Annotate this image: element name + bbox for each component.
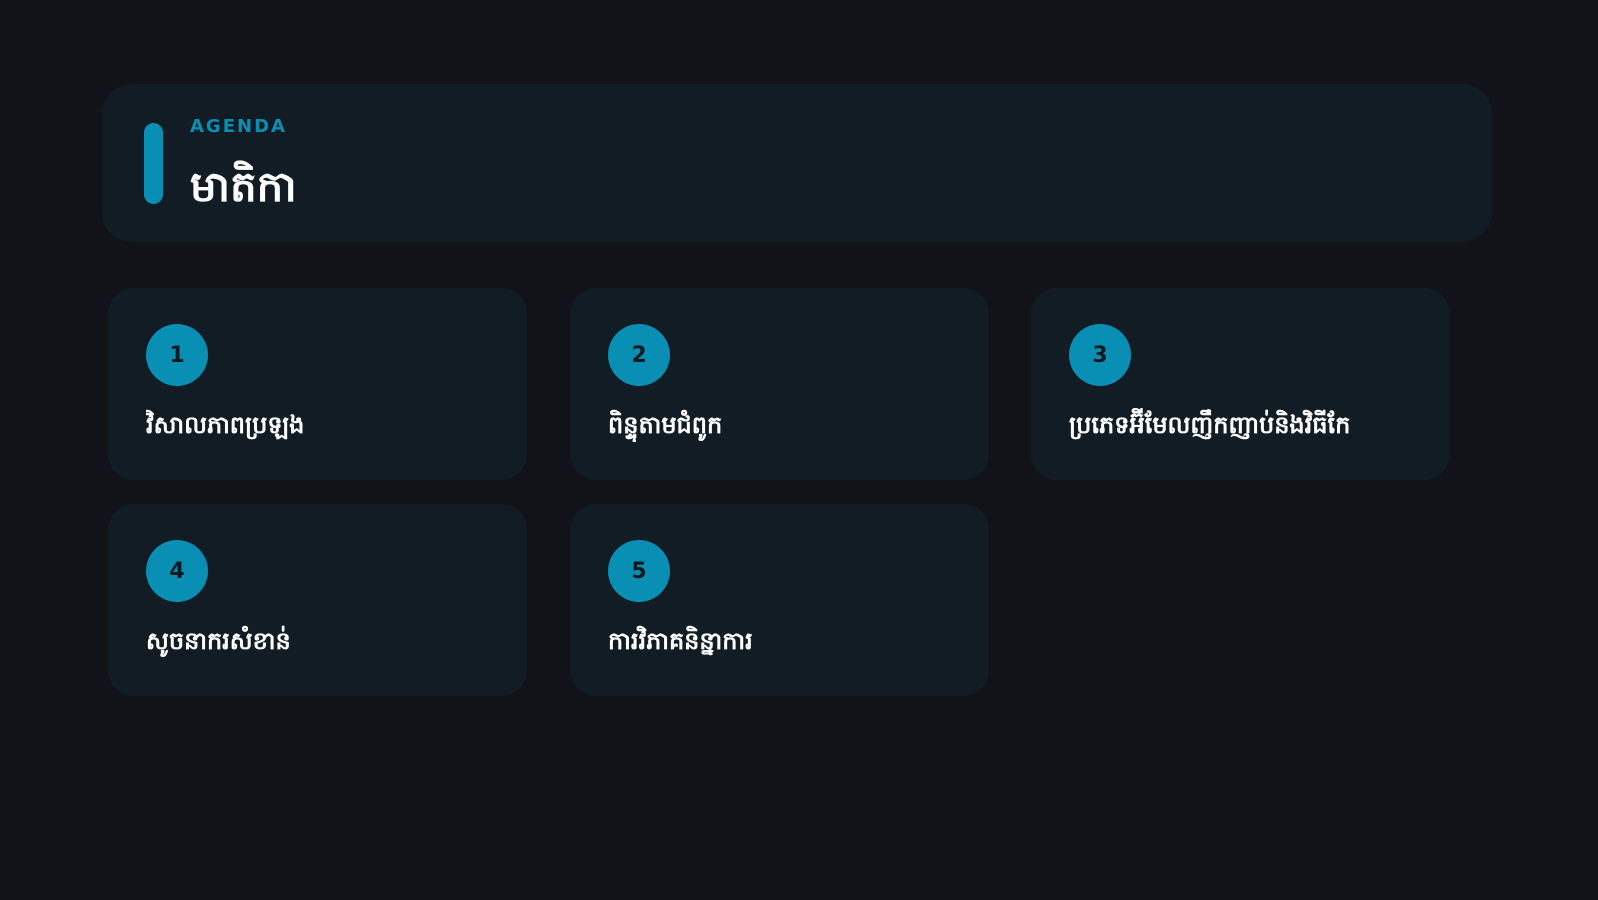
agenda-item-label: ពិន្ទុតាមជំពូក [608, 411, 723, 439]
item-number-badge: 1 [146, 324, 208, 386]
agenda-card-4[interactable]: 4 សូចនាករសំខាន់ [108, 504, 527, 696]
agenda-item-label: ការវិភាគនិន្នាការ [608, 627, 753, 655]
agenda-header: AGENDA មាតិកា [102, 84, 1492, 242]
item-number-badge: 5 [608, 540, 670, 602]
agenda-card-2[interactable]: 2 ពិន្ទុតាមជំពូក [570, 288, 989, 480]
item-number-badge: 2 [608, 324, 670, 386]
agenda-item-label: វិសាលភាពប្រឡង [146, 411, 305, 439]
header-label: AGENDA [190, 116, 287, 137]
agenda-item-label: ប្រភេទអ៊ីមែលញឹកញាប់និងវិធីកែ [1069, 411, 1351, 439]
item-number-badge: 3 [1069, 324, 1131, 386]
agenda-card-3[interactable]: 3 ប្រភេទអ៊ីមែលញឹកញាប់និងវិធីកែ [1031, 288, 1450, 480]
page-title: មាតិកា [190, 162, 297, 211]
item-number-badge: 4 [146, 540, 208, 602]
agenda-card-1[interactable]: 1 វិសាលភាពប្រឡង [108, 288, 527, 480]
agenda-item-label: សូចនាករសំខាន់ [146, 627, 291, 655]
header-accent-bar [144, 123, 163, 204]
agenda-card-5[interactable]: 5 ការវិភាគនិន្នាការ [570, 504, 989, 696]
